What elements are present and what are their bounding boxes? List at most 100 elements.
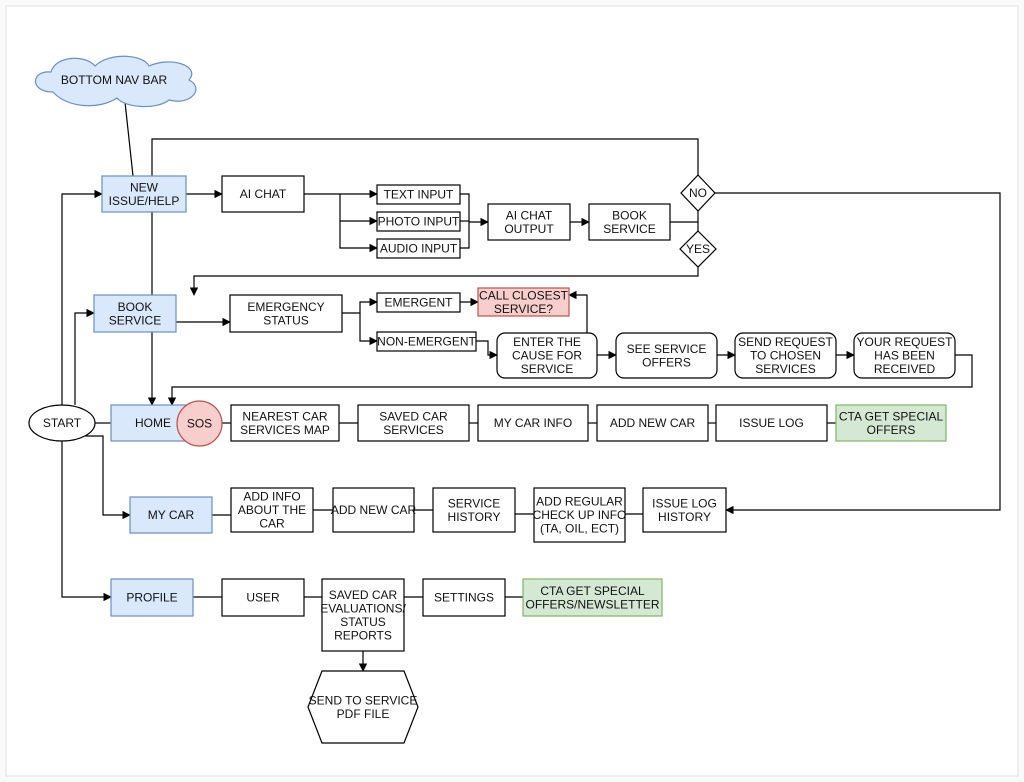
connector-arrow bbox=[61, 441, 112, 602]
connector-arrow bbox=[74, 308, 95, 405]
cta-newsletter-label: OFFERS/NEWSLETTER bbox=[525, 597, 659, 611]
request-received-label: RECEIVED bbox=[874, 362, 936, 376]
request-received-label: HAS BEEN bbox=[874, 349, 935, 363]
node-emergent: EMERGENT bbox=[376, 292, 461, 313]
book-service-top-shape bbox=[588, 203, 671, 241]
new-issue-shape bbox=[101, 175, 187, 213]
connector-arrow bbox=[342, 297, 378, 314]
send-request-label: SERVICES bbox=[755, 362, 815, 376]
node-photo-input: PHOTO INPUT bbox=[376, 211, 461, 232]
emergent-shape bbox=[376, 292, 461, 313]
add-new-car-home-label: ADD NEW CAR bbox=[610, 416, 696, 430]
emergency-status-label: STATUS bbox=[263, 313, 309, 327]
non-emergent-shape bbox=[376, 331, 477, 352]
profile-shape bbox=[110, 578, 194, 617]
ai-chat-label: AI CHAT bbox=[240, 187, 287, 201]
saved-evaluations-label: SAVED CAR bbox=[329, 588, 398, 602]
connector-arrow bbox=[124, 101, 134, 177]
connector-arrow bbox=[715, 192, 1001, 515]
call-closest-label: SERVICE? bbox=[494, 302, 553, 316]
nearest-map-label: NEAREST CAR bbox=[242, 409, 327, 423]
connectors bbox=[61, 101, 1001, 672]
see-offers-shape bbox=[615, 332, 718, 379]
node-settings: SETTINGS bbox=[422, 578, 506, 617]
my-car-info-shape bbox=[477, 404, 589, 442]
ai-chat-output-label: OUTPUT bbox=[504, 222, 554, 236]
no-label: NO bbox=[689, 186, 707, 200]
service-history-label: HISTORY bbox=[448, 510, 501, 524]
node-sos: SOS bbox=[176, 400, 223, 447]
book-service-shape bbox=[93, 294, 177, 333]
emergency-status-label: EMERGENCY bbox=[247, 300, 324, 314]
emergent-label: EMERGENT bbox=[384, 296, 453, 310]
connector-arrow bbox=[61, 189, 103, 405]
send-request-label: TO CHOSEN bbox=[750, 349, 821, 363]
issue-log-shape bbox=[715, 404, 828, 442]
audio-input-label: AUDIO INPUT bbox=[380, 242, 458, 256]
node-profile: PROFILE bbox=[110, 578, 194, 617]
book-service-top-label: SERVICE bbox=[603, 222, 655, 236]
node-yes: YES bbox=[679, 230, 717, 268]
start-label: START bbox=[43, 416, 82, 430]
send-request-label: SEND REQUEST bbox=[738, 335, 833, 349]
settings-shape bbox=[422, 578, 506, 617]
new-issue-label: ISSUE/HELP bbox=[109, 194, 180, 208]
saved-services-label: SERVICES bbox=[383, 423, 443, 437]
node-add-new-car-home: ADD NEW CAR bbox=[596, 404, 709, 442]
add-new-car-label: ADD NEW CAR bbox=[331, 503, 417, 517]
issue-log-history-label: HISTORY bbox=[658, 510, 711, 524]
enter-cause-label: SERVICE bbox=[521, 362, 573, 376]
cta-offers-shape bbox=[835, 404, 947, 442]
yes-shape bbox=[679, 230, 717, 268]
cta-offers-label: OFFERS bbox=[867, 423, 916, 437]
node-start: START bbox=[28, 404, 96, 442]
yes-label: YES bbox=[686, 242, 710, 256]
node-text-input: TEXT INPUT bbox=[376, 184, 461, 205]
connector-arrow bbox=[476, 340, 498, 360]
send-pdf-label: PDF FILE bbox=[337, 707, 390, 721]
photo-input-label: PHOTO INPUT bbox=[378, 215, 460, 229]
text-input-label: TEXT INPUT bbox=[384, 188, 454, 202]
bottom-nav-bar-shape bbox=[35, 55, 197, 108]
ai-chat-shape bbox=[221, 175, 305, 213]
add-info-label: ABOUT THE bbox=[238, 503, 306, 517]
saved-evaluations-shape bbox=[321, 578, 405, 652]
page-frame bbox=[5, 5, 1019, 777]
node-no: NO bbox=[680, 174, 716, 212]
start-shape bbox=[28, 404, 96, 442]
add-new-car-home-shape bbox=[596, 404, 709, 442]
photo-input-shape bbox=[376, 211, 461, 232]
request-received-label: YOUR REQUEST bbox=[856, 335, 953, 349]
saved-services-label: SAVED CAR bbox=[379, 409, 448, 423]
bottom-nav-bar-label: BOTTOM NAV BAR bbox=[61, 73, 168, 87]
see-offers-label: OFFERS bbox=[642, 355, 691, 369]
request-received-shape bbox=[853, 332, 956, 379]
node-add-new-car: ADD NEW CAR bbox=[331, 487, 417, 533]
issue-log-history-label: ISSUE LOG bbox=[652, 496, 717, 510]
my-car-info-label: MY CAR INFO bbox=[494, 416, 572, 430]
cta-newsletter-shape bbox=[522, 578, 663, 617]
node-audio-input: AUDIO INPUT bbox=[376, 238, 461, 259]
add-info-label: ADD INFO bbox=[243, 490, 300, 504]
node-bottom-nav-bar: BOTTOM NAV BAR bbox=[35, 55, 197, 108]
my-car-label: MY CAR bbox=[148, 508, 195, 522]
node-non-emergent: NON-EMERGENT bbox=[376, 331, 477, 352]
send-pdf-shape bbox=[307, 670, 419, 744]
issue-log-history-shape bbox=[642, 487, 727, 533]
node-ai-chat: AI CHAT bbox=[221, 175, 305, 213]
send-pdf-label: SEND TO SERVICE bbox=[309, 693, 418, 707]
no-shape bbox=[680, 174, 716, 212]
node-my-car: MY CAR bbox=[129, 496, 213, 534]
